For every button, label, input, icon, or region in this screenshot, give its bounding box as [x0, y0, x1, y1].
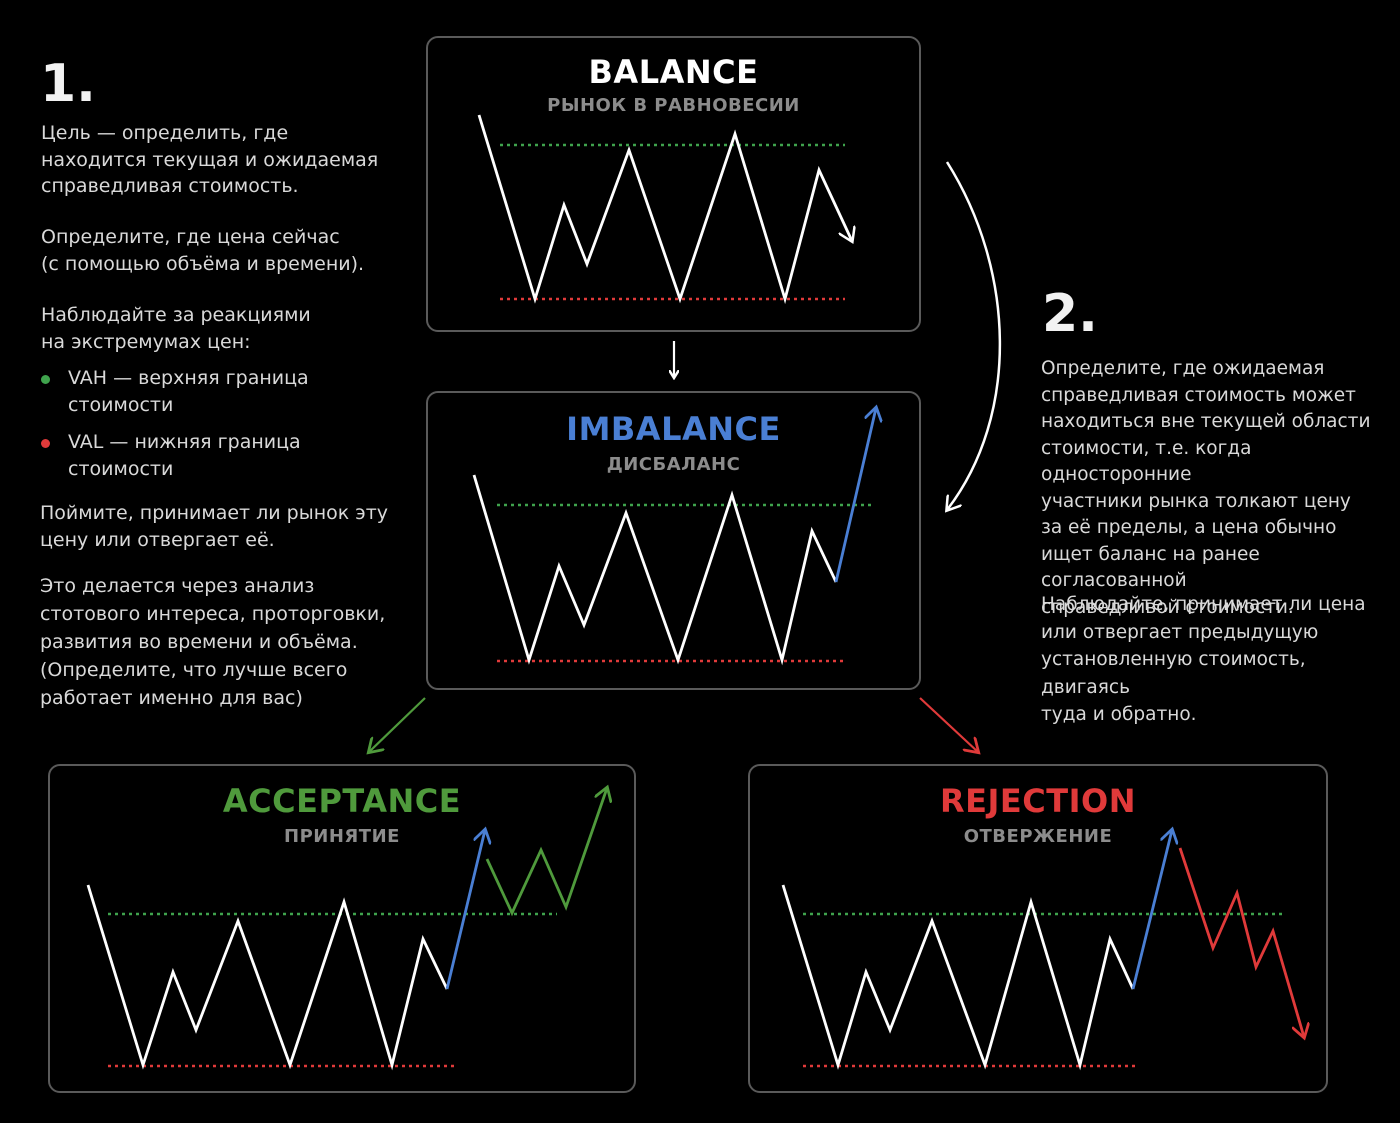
rejection-price-path [781, 884, 1135, 1071]
imbalance-to-rejection-arrow [919, 697, 978, 752]
val-dot-icon [41, 439, 50, 448]
imbalance-subtitle: ДИСБАЛАНС [606, 454, 741, 475]
val-bullet: VAL — нижняя граница стоимости [41, 429, 371, 483]
imbalance-to-acceptance-arrow [369, 697, 426, 752]
vah-bullet-text: VAH — верхняя граница стоимости [68, 367, 309, 416]
imbalance-title: IMBALANCE [566, 410, 781, 448]
balance-panel: BALANCE РЫНОК В РАВНОВЕСИИ [426, 36, 921, 332]
balance-subtitle: РЫНОК В РАВНОВЕСИИ [547, 95, 800, 116]
imbalance-price-path [472, 474, 838, 666]
step-1-goal-text: Цель — определить, где находится текущая… [41, 122, 379, 197]
rejection-title: REJECTION [940, 782, 1136, 820]
acceptance-subtitle: ПРИНЯТИЕ [284, 826, 400, 847]
step-1-accept-reject-text: Поймите, принимает ли рынок эту цену или… [40, 502, 389, 551]
imbalance-chart [472, 408, 876, 666]
balance-chart [477, 114, 852, 305]
vah-dot-icon [41, 375, 50, 384]
rejection-subtitle: ОТВЕРЖЕНИЕ [963, 826, 1113, 847]
step-1-analysis-text: Это делается через анализ стотового инте… [40, 575, 386, 709]
imbalance-panel: IMBALANCE ДИСБАЛАНС [426, 391, 921, 690]
rejection-breakout-line [1131, 830, 1172, 990]
acceptance-panel: ACCEPTANCE ПРИНЯТИЕ [48, 764, 636, 1093]
acceptance-title: ACCEPTANCE [222, 782, 462, 820]
step-2-observe-text: Наблюдайте, принимает ли цена или отверг… [1041, 594, 1366, 725]
val-bullet-text: VAL — нижняя граница стоимости [68, 431, 301, 480]
acceptance-breakout-line [445, 830, 485, 990]
rejection-chart [781, 830, 1304, 1071]
step-2-fair-value-text: Определите, где ожидаемая справедливая с… [1041, 358, 1371, 618]
step-1-reactions-text: Наблюдайте за реакциями на экстремумах ц… [41, 304, 311, 353]
imbalance-breakout-line [834, 408, 876, 583]
vah-bullet: VAH — верхняя граница стоимости [41, 365, 371, 419]
cycle-curved-arrow [947, 161, 1002, 510]
balance-title: BALANCE [588, 53, 759, 91]
acceptance-price-path [86, 884, 449, 1071]
acceptance-continuation-path [485, 788, 607, 917]
step-1-number: 1. [40, 54, 96, 114]
acceptance-chart [86, 788, 607, 1071]
step-1-price-now-text: Определите, где цена сейчас (с помощью о… [41, 226, 365, 275]
rejection-fall-path [1178, 847, 1304, 1037]
step-2-number: 2. [1042, 284, 1098, 344]
balance-price-path [477, 114, 852, 305]
